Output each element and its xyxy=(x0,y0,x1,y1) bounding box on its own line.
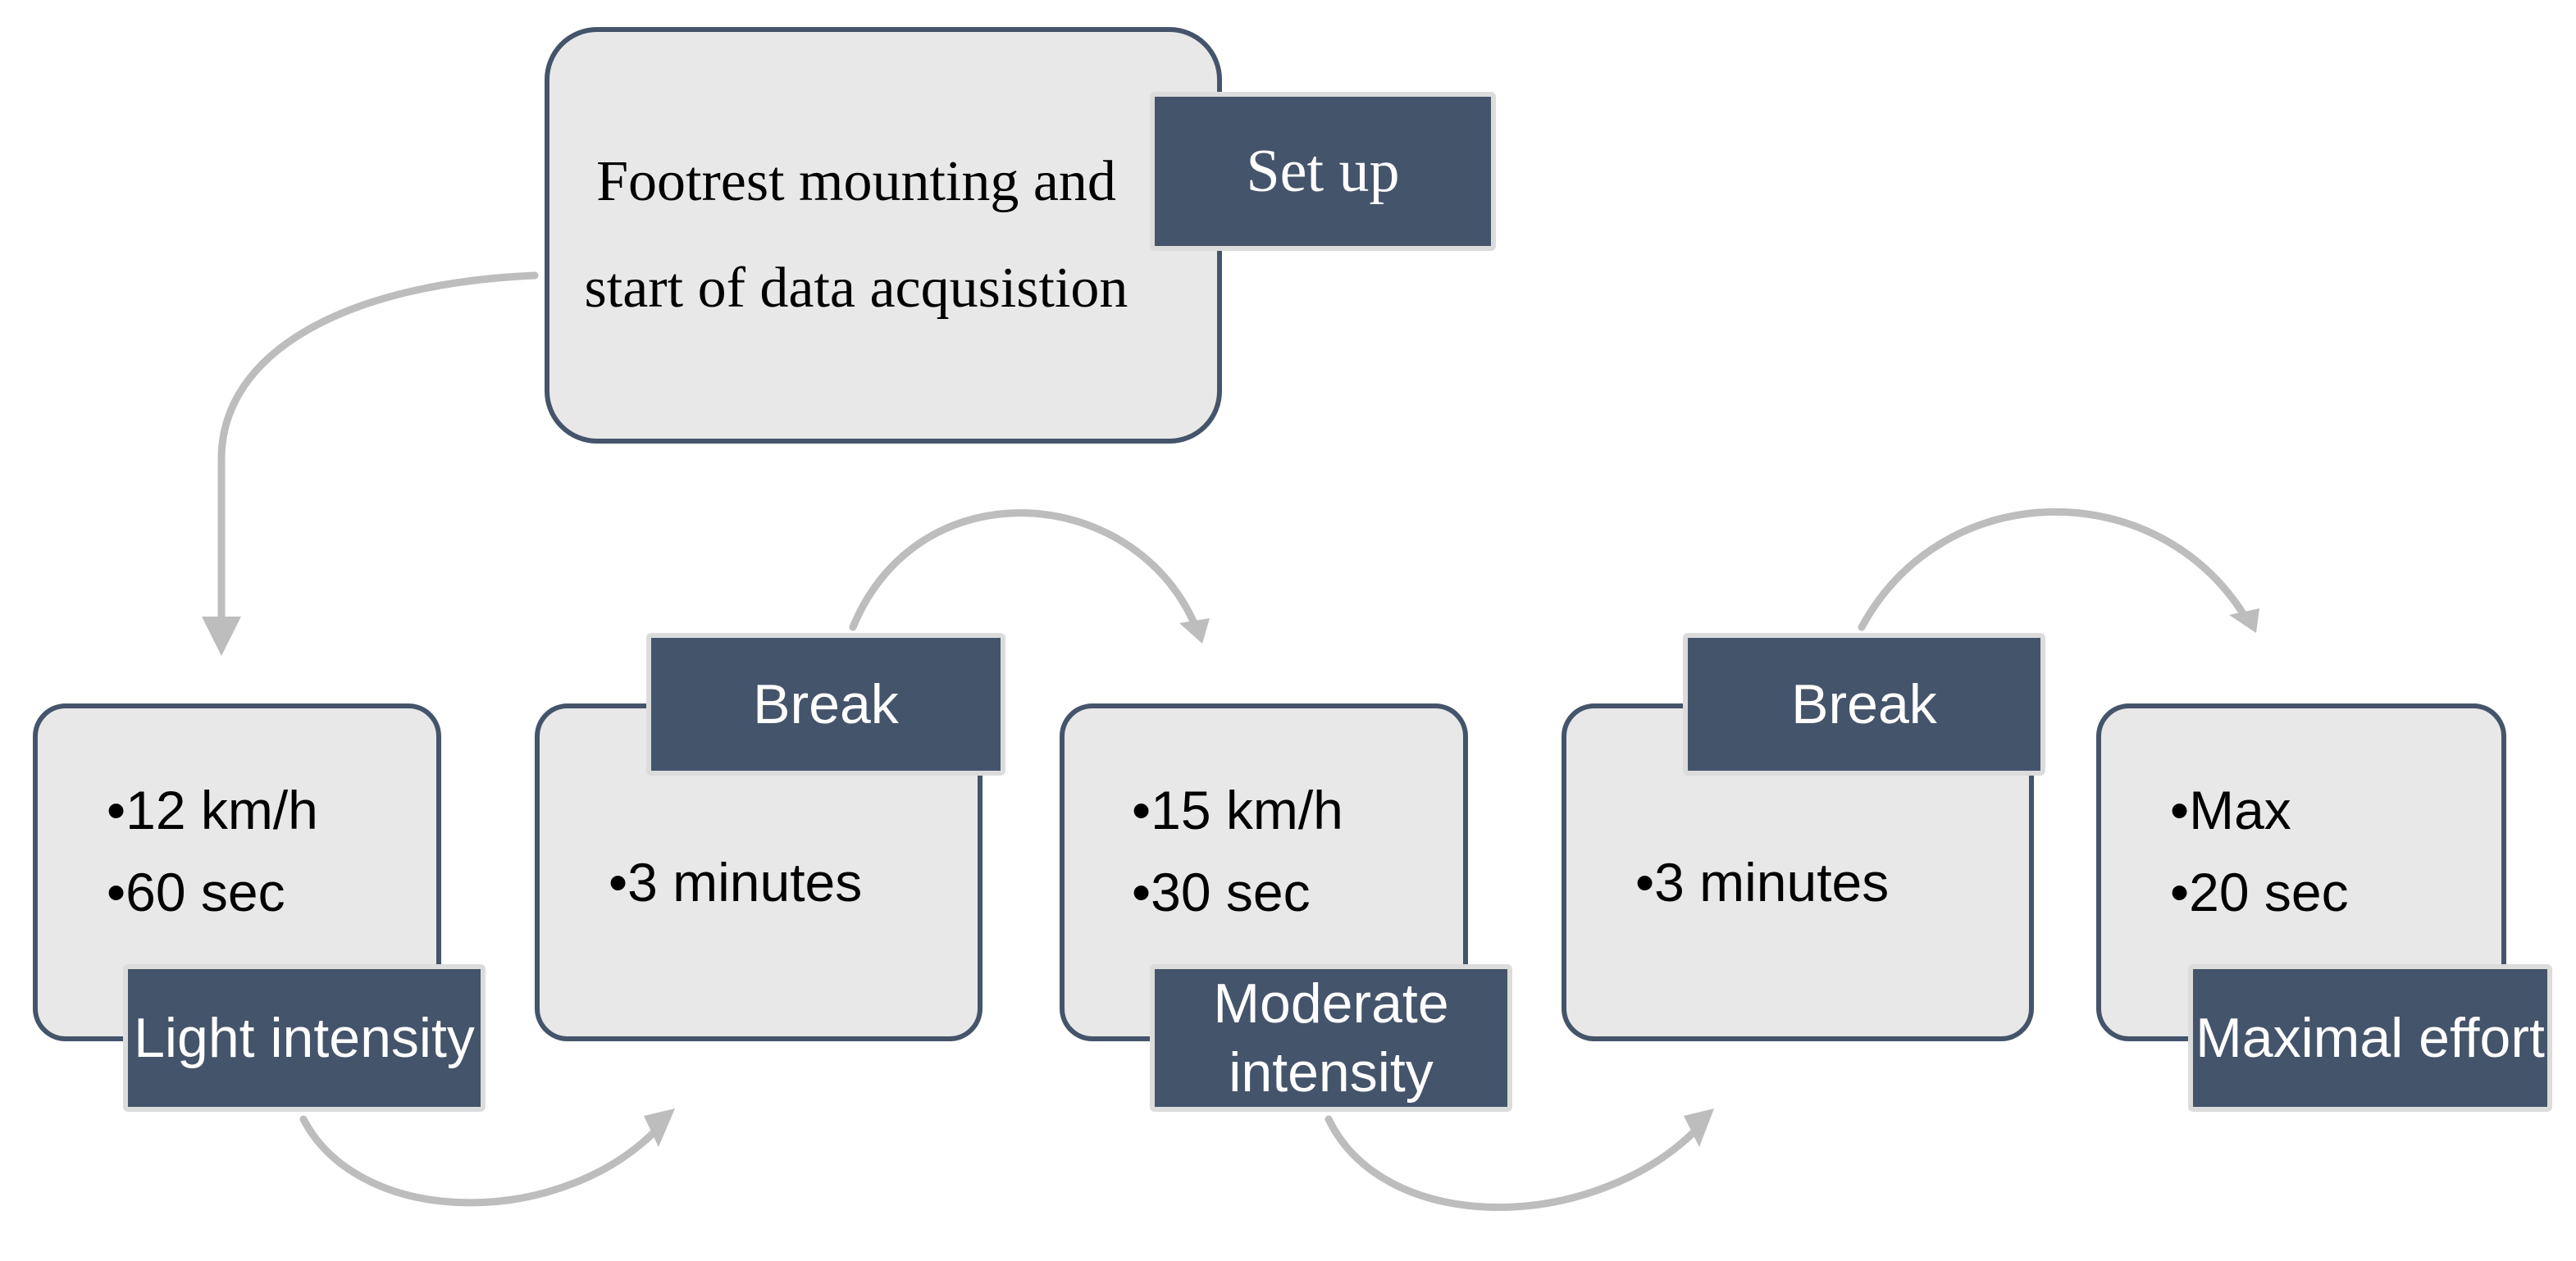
stage-label-moderate: Moderate intensity xyxy=(1150,964,1512,1112)
break-to-moderate-arrow xyxy=(849,509,1198,631)
bullet-item: 12 km/h xyxy=(107,769,318,851)
bullet-item: 15 km/h xyxy=(1132,769,1343,851)
setup-label: Set up xyxy=(1150,92,1496,251)
bullet-item: 20 sec xyxy=(2170,851,2348,933)
setup-card: Footrest mounting and start of data acqu… xyxy=(545,27,1222,444)
stage-label-break-2: Break xyxy=(1683,633,2045,776)
break-to-maximal-arrow xyxy=(1858,508,2248,631)
bullet-item: 60 sec xyxy=(107,851,318,933)
moderate-arrowhead xyxy=(1684,1108,1714,1147)
stage-bullets-moderate: 15 km/h 30 sec xyxy=(1132,769,1343,933)
bullet-item: 3 minutes xyxy=(609,841,862,923)
stage-label-break-1: Break xyxy=(646,633,1005,776)
stage-bullets-break-1: 3 minutes xyxy=(609,841,862,923)
stage-label-light: Light intensity xyxy=(123,964,486,1112)
stage-bullets-light: 12 km/h 60 sec xyxy=(107,769,318,933)
stage-bullets-maximal: Max 20 sec xyxy=(2170,769,2349,933)
setup-description: Footrest mounting and start of data acqu… xyxy=(584,150,1128,320)
moderate-to-break-arrow xyxy=(1324,1115,1707,1211)
light-to-break-arrow xyxy=(299,1115,667,1207)
bullet-item: 3 minutes xyxy=(1635,841,1889,923)
bullet-item: 30 sec xyxy=(1132,851,1343,933)
setup-arrowhead xyxy=(202,617,241,656)
break-arrowhead xyxy=(1179,618,1210,644)
stage-bullets-break-2: 3 minutes xyxy=(1635,841,1889,923)
bullet-item: Max xyxy=(2170,769,2349,851)
stage-label-maximal: Maximal effort xyxy=(2188,964,2552,1112)
break2-arrowhead xyxy=(2229,608,2259,633)
light-arrowhead xyxy=(644,1108,675,1147)
setup-to-light-arrow xyxy=(217,271,539,626)
